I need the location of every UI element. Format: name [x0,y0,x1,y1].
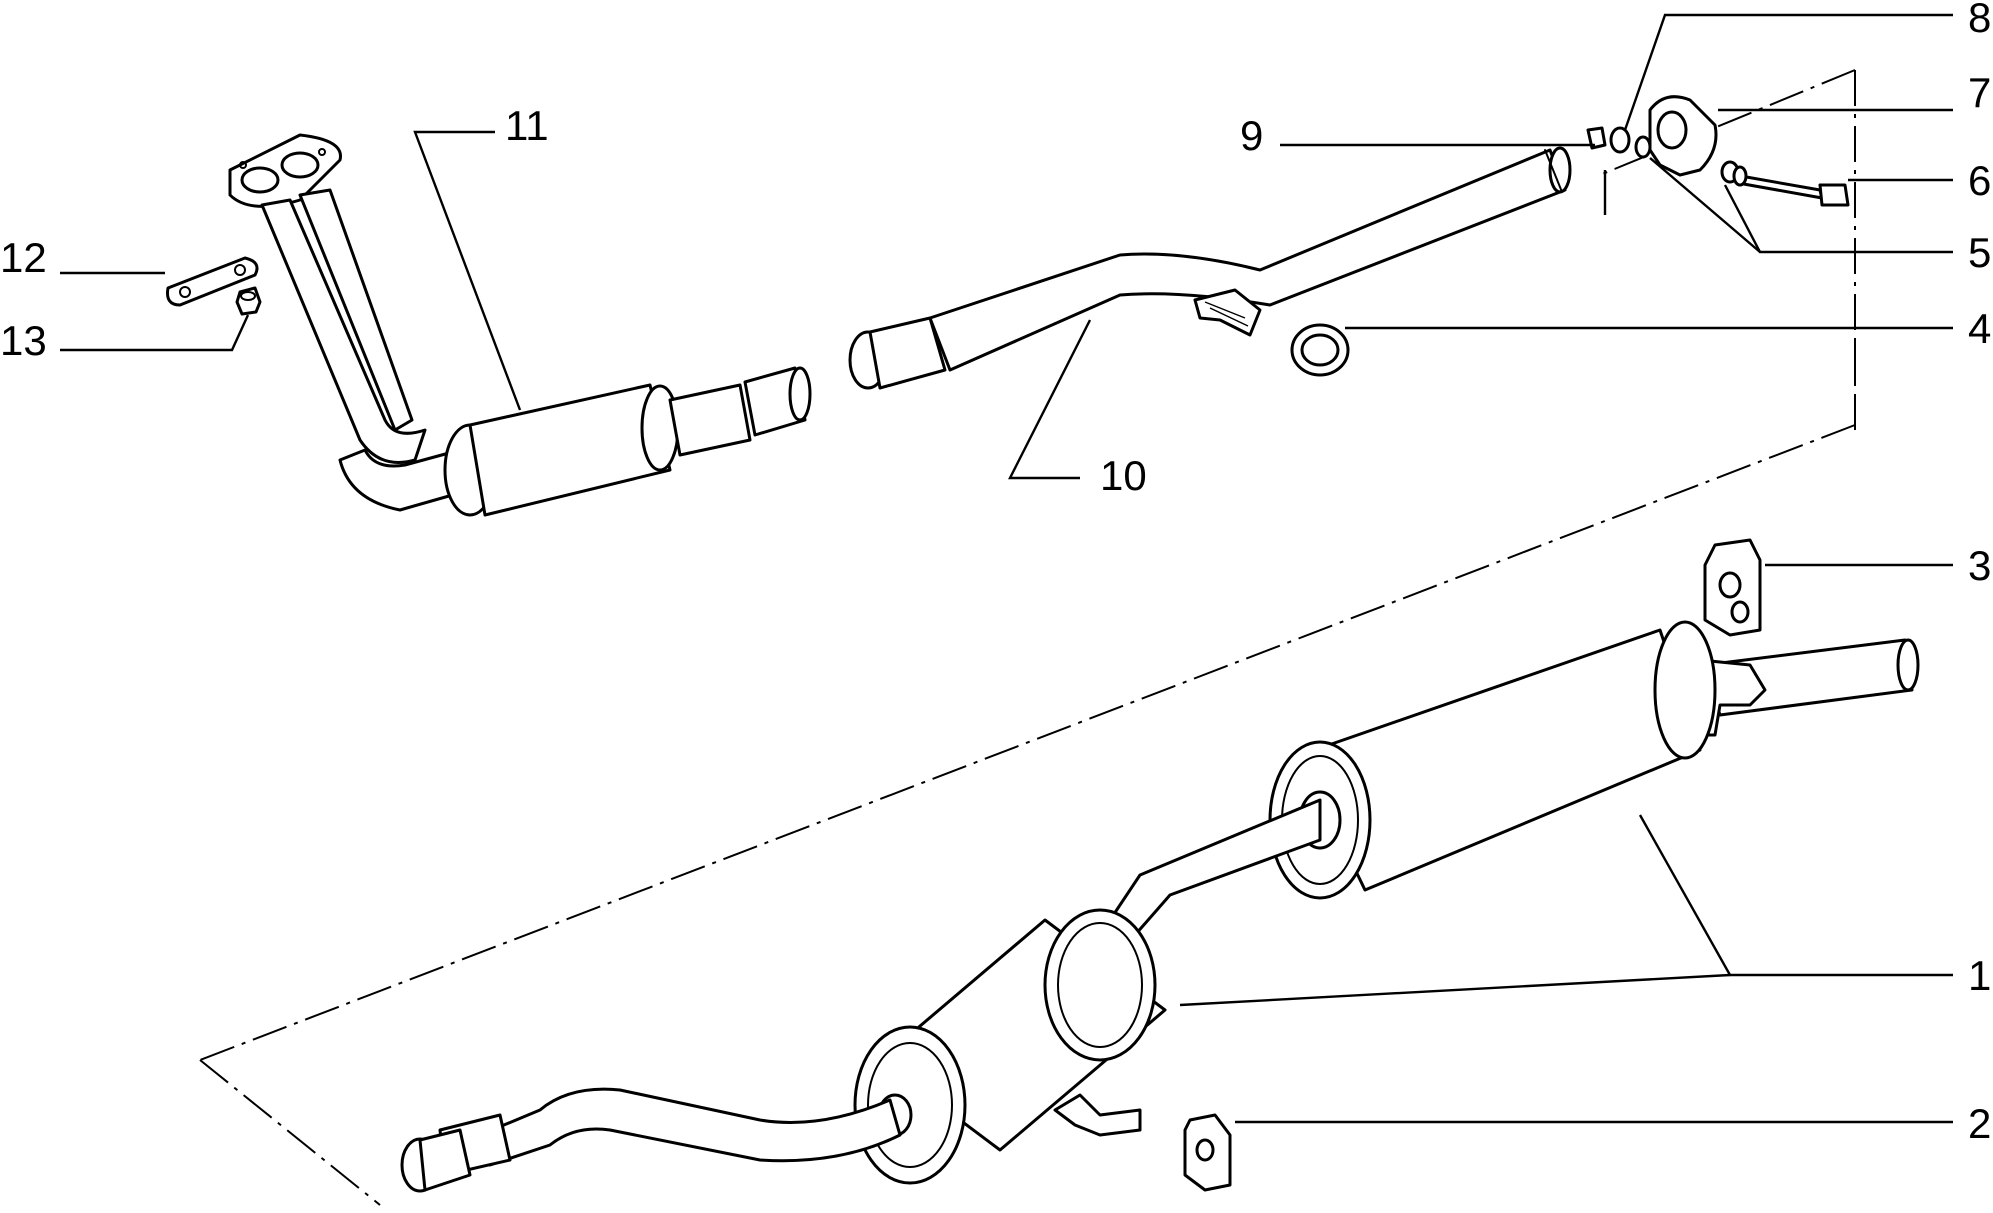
callout-12: 12 [0,234,47,281]
part-11-front-pipe [228,133,812,517]
callout-6: 6 [1968,157,1991,204]
callout-7: 7 [1968,69,1991,116]
callout-1: 1 [1968,952,1991,999]
callout-13: 13 [0,317,47,364]
part-10-intermediate-pipe [848,146,1572,390]
callout-10: 10 [1100,452,1147,499]
callout-5: 5 [1968,229,1991,276]
parts-5-9-mounting-hardware [1586,95,1850,207]
callout-8: 8 [1968,0,1991,41]
part-3-rubber-hanger [1703,538,1762,637]
part-13-nut [235,286,262,316]
part-1-rear-silencer [400,620,1920,1193]
callout-4: 4 [1968,305,1991,352]
leader-lines [60,13,1953,1124]
callout-9: 9 [1240,112,1263,159]
part-4-gasket [1290,323,1350,377]
callout-2: 2 [1968,1100,1991,1147]
callout-3: 3 [1968,542,1991,589]
part-2-rubber-mount [1183,1113,1232,1192]
callout-11: 11 [505,102,549,149]
part-12-plate [166,256,259,307]
callout-labels: 1 2 3 4 5 6 7 8 9 10 11 12 13 [0,0,1991,1147]
